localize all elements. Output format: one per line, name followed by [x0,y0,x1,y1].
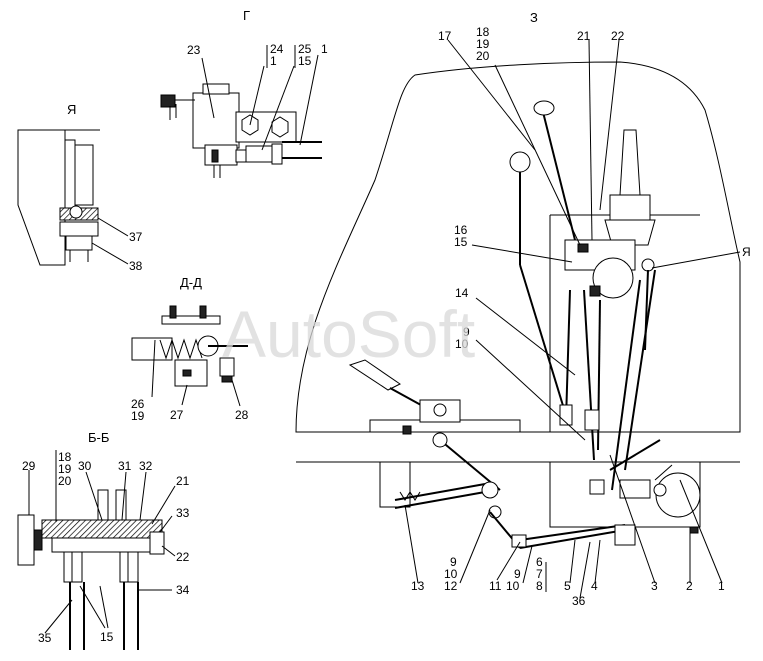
callout-bb-30: 30 [78,459,92,473]
part-33-plate [41,519,163,539]
callout-z-10: 10 [455,337,469,351]
view-dd: Д-Д 26 19 27 28 [131,275,249,423]
callout-ya-38: 38 [129,259,143,273]
ya-housing [17,129,66,266]
callout-g-25: 25 [298,42,312,56]
part-23-bracket [204,144,238,166]
callout-z-12: 12 [444,579,458,593]
lever-knob-18 [533,100,555,116]
callout-z-10b: 10 [444,567,458,581]
callout-z-15: 15 [454,235,468,249]
callout-bb-20: 20 [58,474,72,488]
callout-z-5: 5 [564,579,571,593]
part-23-body [192,92,240,149]
section-label-bb: Б-Б [88,430,109,445]
callout-z-6: 6 [536,555,543,569]
callout-z-20: 20 [476,49,490,63]
callout-bb-32: 32 [139,459,153,473]
callout-z-21: 21 [577,29,591,43]
callout-z-11: 11 [489,579,502,593]
callout-bb-31: 31 [118,459,132,473]
callout-bb-18: 18 [58,450,72,464]
part-23-nut [160,94,176,108]
callout-z-9c: 9 [514,567,521,581]
callout-z-13: 13 [411,579,425,593]
callout-dd-26: 26 [131,397,145,411]
callout-dd-28: 28 [235,408,249,422]
callout-z-1: 1 [718,579,725,593]
cab-body [295,61,741,433]
callout-g-15: 15 [298,54,312,68]
callout-z-17: 17 [438,29,452,43]
part-19-spring [159,338,203,360]
callout-z-16: 16 [454,223,468,237]
callout-z-8: 8 [536,579,543,593]
section-label-z: З [530,10,538,25]
callout-g-1a: 1 [270,54,277,68]
callout-bb-34: 34 [176,583,190,597]
callout-z-14: 14 [455,286,469,300]
watermark: AutoSoft [222,297,475,371]
callout-z-3: 3 [651,579,658,593]
callout-bb-15: 15 [100,630,114,644]
callout-g-1b: 1 [321,42,328,56]
view-g: Г 23 24 1 25 15 1 [160,8,328,178]
joystick-22 [619,129,641,196]
callout-dd-27: 27 [170,408,184,422]
callout-bb-21: 21 [176,474,190,488]
callout-bb-29: 29 [22,459,36,473]
callout-g-23: 23 [187,43,201,57]
lever-knob-17 [509,151,531,173]
callout-z-9: 9 [463,325,470,339]
callout-z-7: 7 [536,567,543,581]
part-29-shaft [17,514,35,566]
view-z: З [295,10,751,608]
callout-bb-22: 22 [176,550,190,564]
callout-z-19: 19 [476,37,490,51]
pedal [348,359,401,391]
section-label-g: Г [243,8,250,23]
callout-z-4: 4 [591,579,598,593]
callout-bb-19: 19 [58,462,72,476]
callout-dd-19: 19 [131,409,145,423]
callout-z-36: 36 [572,594,586,608]
callout-z-ya: Я [742,245,751,259]
part-23-top [202,83,230,95]
view-ya: Я 37 38 [17,102,143,273]
section-label-dd: Д-Д [180,275,202,290]
callout-bb-33: 33 [176,506,190,520]
callout-z-2: 2 [686,579,693,593]
callout-z-18: 18 [476,25,490,39]
part-26-housing [131,337,173,361]
callout-ya-37: 37 [129,230,143,244]
section-label-ya: Я [67,102,76,117]
part-38-block [59,221,99,237]
callout-z-10c: 10 [506,579,520,593]
callout-z-22: 22 [611,29,625,43]
callout-g-24: 24 [270,42,284,56]
view-bb: Б-Б 29 18 19 2 [17,430,190,650]
part-25-hex-bolt [271,116,289,138]
callout-z-9b: 9 [450,555,457,569]
callout-bb-35: 35 [38,631,52,645]
